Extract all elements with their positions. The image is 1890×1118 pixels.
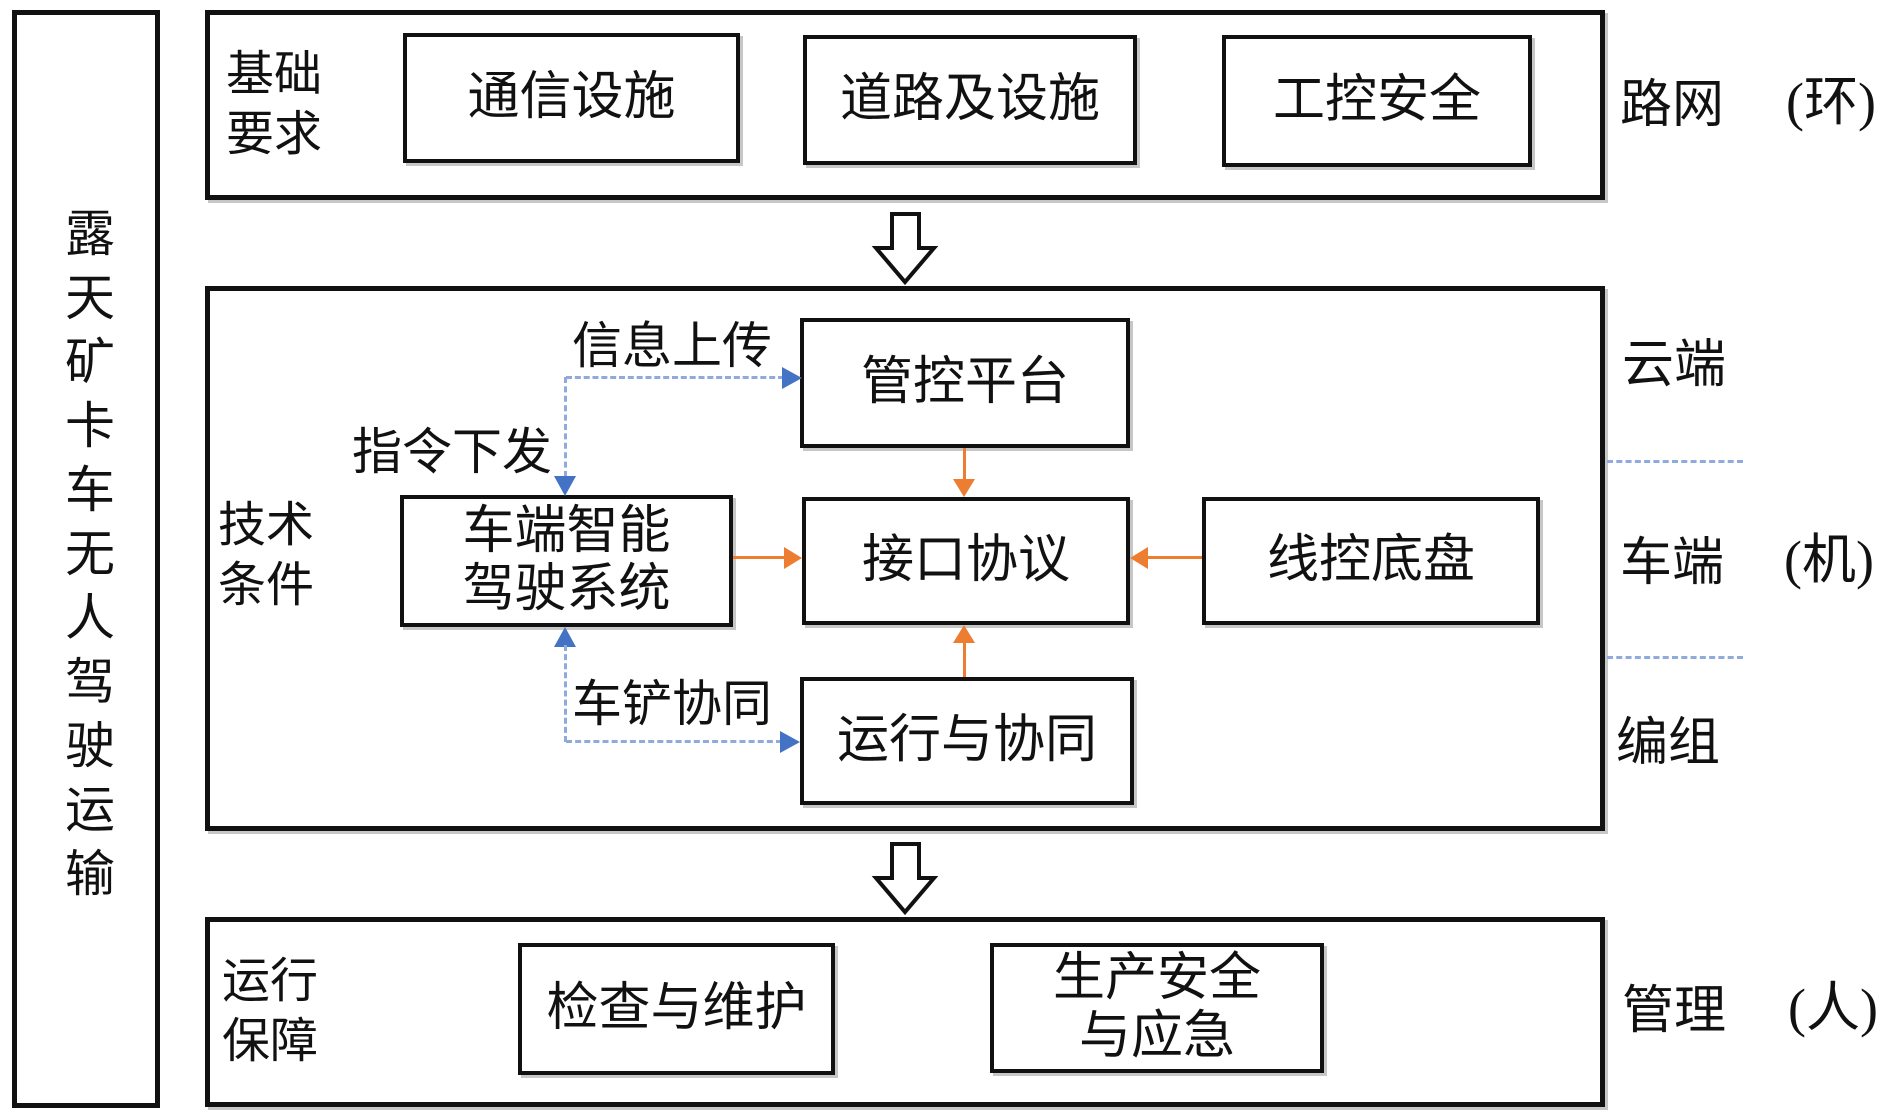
- box-control-platform: 管控平台: [800, 318, 1130, 448]
- box-drive-by-wire-chassis-label: 线控底盘: [1266, 532, 1475, 589]
- box-onboard-intelligent-driving-system: 车端智能 驾驶系统: [400, 495, 733, 627]
- bottom-section-label-line2: 保障: [222, 1015, 319, 1068]
- middle-section-label-line2: 条件: [218, 559, 315, 612]
- box-ics-security-label: 工控安全: [1272, 72, 1481, 129]
- top-section-label: 基础 要求: [226, 45, 322, 165]
- shovel-line-vertical: [564, 645, 567, 742]
- box-operation-and-coordination-label: 运行与协同: [836, 712, 1097, 769]
- box-safety-label-line1: 生产安全: [1052, 950, 1261, 1007]
- box-inspection-and-maintenance: 检查与维护: [518, 943, 835, 1075]
- row-label-vehicle-paren: (机): [1784, 530, 1874, 590]
- row-label-road-network-paren: (环): [1786, 72, 1876, 132]
- box-roads-and-facilities: 道路及设施: [803, 35, 1137, 165]
- box-operation-and-coordination: 运行与协同: [800, 677, 1134, 805]
- vehicle-to-interface-arrowhead: [784, 547, 802, 569]
- middle-section-label-line1: 技术: [218, 499, 315, 552]
- upload-line-horizontal: [566, 376, 784, 379]
- box-production-safety-and-emergency: 生产安全 与应急: [990, 943, 1324, 1073]
- top-section-label-line1: 基础: [226, 48, 323, 101]
- bottom-section-label: 运行 保障: [222, 952, 318, 1072]
- edge-label-command-dispatch: 指令下发: [352, 424, 552, 480]
- upload-arrowhead-right: [782, 367, 802, 389]
- shovel-arrowhead-right: [780, 731, 800, 753]
- box-interface-protocol-label: 接口协议: [861, 532, 1070, 589]
- tier-separator-vehicle-formation: [1607, 656, 1743, 659]
- box-onboard-system-label-line1: 车端智能: [462, 503, 671, 560]
- box-drive-by-wire-chassis: 线控底盘: [1202, 497, 1540, 625]
- operation-to-interface-line: [963, 643, 966, 677]
- down-block-arrow-bottom: [871, 842, 939, 916]
- side-title: 露天矿卡车无人驾驶运输: [58, 207, 114, 911]
- box-communication-facilities: 通信设施: [403, 33, 740, 163]
- shovel-line-horizontal: [566, 740, 782, 743]
- down-block-arrow-top: [871, 212, 939, 286]
- box-communication-facilities-label: 通信设施: [467, 69, 676, 126]
- platform-to-interface-line: [963, 448, 966, 482]
- bottom-section-container: [205, 917, 1605, 1107]
- middle-section-label: 技术 条件: [218, 496, 314, 616]
- tier-separator-cloud-vehicle: [1607, 460, 1743, 463]
- edge-label-truck-shovel-coordination: 车铲协同: [572, 676, 772, 732]
- bottom-section-label-line1: 运行: [222, 955, 319, 1008]
- chassis-to-interface-line: [1148, 556, 1202, 559]
- box-onboard-system-label-line2: 驾驶系统: [462, 561, 671, 618]
- box-control-platform-label: 管控平台: [860, 354, 1069, 411]
- shovel-arrowhead-up: [554, 627, 576, 647]
- box-roads-and-facilities-label: 道路及设施: [839, 71, 1100, 128]
- side-title-box: 露天矿卡车无人驾驶运输: [12, 10, 160, 1108]
- box-interface-protocol: 接口协议: [802, 497, 1130, 625]
- box-inspection-and-maintenance-label: 检查与维护: [546, 980, 807, 1037]
- vehicle-to-interface-line: [733, 556, 786, 559]
- operation-to-interface-arrowhead: [953, 625, 975, 643]
- row-label-vehicle: 车端: [1620, 535, 1725, 592]
- row-label-formation: 编组: [1616, 715, 1721, 772]
- row-label-management: 管理: [1622, 983, 1727, 1040]
- row-label-road-network: 路网: [1620, 77, 1725, 134]
- platform-to-interface-arrowhead: [953, 479, 975, 497]
- row-label-cloud: 云端: [1622, 337, 1727, 394]
- top-section-label-line2: 要求: [226, 108, 323, 161]
- command-line-vertical: [564, 377, 567, 477]
- edge-label-info-upload: 信息上传: [572, 318, 772, 374]
- command-arrowhead-down: [554, 476, 576, 496]
- box-ics-security: 工控安全: [1222, 35, 1532, 167]
- chassis-to-interface-arrowhead: [1130, 547, 1148, 569]
- row-label-management-paren: (人): [1788, 978, 1878, 1038]
- box-safety-label-line2: 与应急: [1078, 1008, 1235, 1065]
